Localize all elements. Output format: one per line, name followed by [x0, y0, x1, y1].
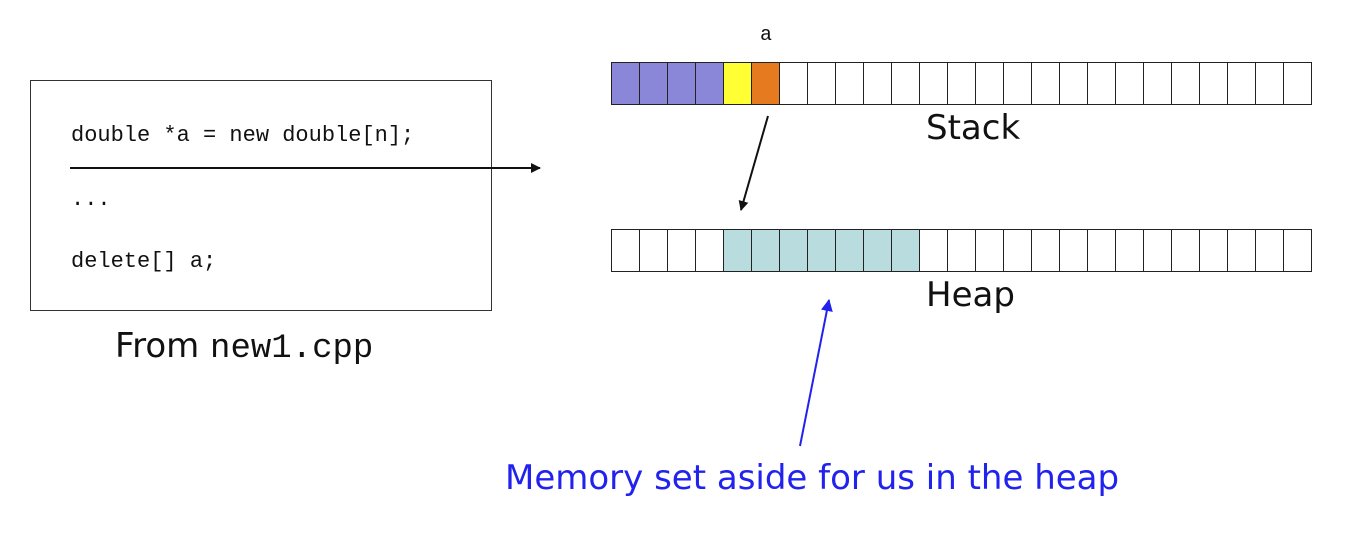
- stack-cell: [1115, 62, 1144, 105]
- heap-cell: [723, 229, 752, 272]
- stack-cell: [1031, 62, 1060, 105]
- stack-cell: [779, 62, 808, 105]
- heap-cell: [779, 229, 808, 272]
- stack-cell: [1087, 62, 1116, 105]
- stack-label: Stack: [926, 108, 1021, 148]
- stack-cell: [751, 62, 780, 105]
- source-caption: From new1.cpp: [115, 326, 373, 368]
- heap-cell: [1143, 229, 1172, 272]
- stack-cell: [975, 62, 1004, 105]
- stack-cell: [1143, 62, 1172, 105]
- stack-cell: [835, 62, 864, 105]
- stack-cell: [611, 62, 640, 105]
- heap-cell: [667, 229, 696, 272]
- stack-cell: [1199, 62, 1228, 105]
- heap-label: Heap: [926, 275, 1015, 315]
- code-line-ellipsis: ...: [71, 187, 111, 212]
- stack-cell: [1255, 62, 1284, 105]
- caption-filename: new1.cpp: [210, 330, 374, 368]
- stack-cell: [919, 62, 948, 105]
- stack-cell: [1059, 62, 1088, 105]
- heap-cell: [1255, 229, 1284, 272]
- heap-cell: [1171, 229, 1200, 272]
- annotation-arrow: [799, 299, 833, 447]
- stack-cell: [947, 62, 976, 105]
- heap-cell: [863, 229, 892, 272]
- heap-cell: [919, 229, 948, 272]
- stack-cell: [891, 62, 920, 105]
- heap-cell: [1283, 229, 1312, 272]
- heap-cell: [639, 229, 668, 272]
- pointer-arrow: [738, 115, 769, 211]
- heap-cell: [1227, 229, 1256, 272]
- heap-cell: [1059, 229, 1088, 272]
- stack-cell: [723, 62, 752, 105]
- caption-prefix: From: [115, 326, 211, 366]
- heap-cell: [1115, 229, 1144, 272]
- code-box: double *a = new double[n]; ... delete[] …: [30, 80, 492, 311]
- heap-cell: [1199, 229, 1228, 272]
- heap-cell: [751, 229, 780, 272]
- heap-cell: [1031, 229, 1060, 272]
- code-line-new: double *a = new double[n];: [71, 123, 415, 148]
- stack-cell: [695, 62, 724, 105]
- heap-cell: [611, 229, 640, 272]
- heap-memory-strip: [611, 229, 1312, 272]
- heap-annotation: Memory set aside for us in the heap: [505, 458, 1120, 498]
- heap-cell: [695, 229, 724, 272]
- stack-cell: [1283, 62, 1312, 105]
- heap-cell: [835, 229, 864, 272]
- stack-cell: [807, 62, 836, 105]
- heap-cell: [891, 229, 920, 272]
- stack-cell: [667, 62, 696, 105]
- stack-cell: [1003, 62, 1032, 105]
- stack-cell: [1227, 62, 1256, 105]
- stack-cell: [1171, 62, 1200, 105]
- heap-cell: [975, 229, 1004, 272]
- variable-label-a: a: [760, 24, 773, 47]
- heap-cell: [1087, 229, 1116, 272]
- stack-cell: [639, 62, 668, 105]
- heap-cell: [947, 229, 976, 272]
- heap-cell: [807, 229, 836, 272]
- stack-cell: [863, 62, 892, 105]
- stack-memory-strip: [611, 62, 1312, 105]
- code-line-delete: delete[] a;: [71, 249, 217, 274]
- heap-cell: [1003, 229, 1032, 272]
